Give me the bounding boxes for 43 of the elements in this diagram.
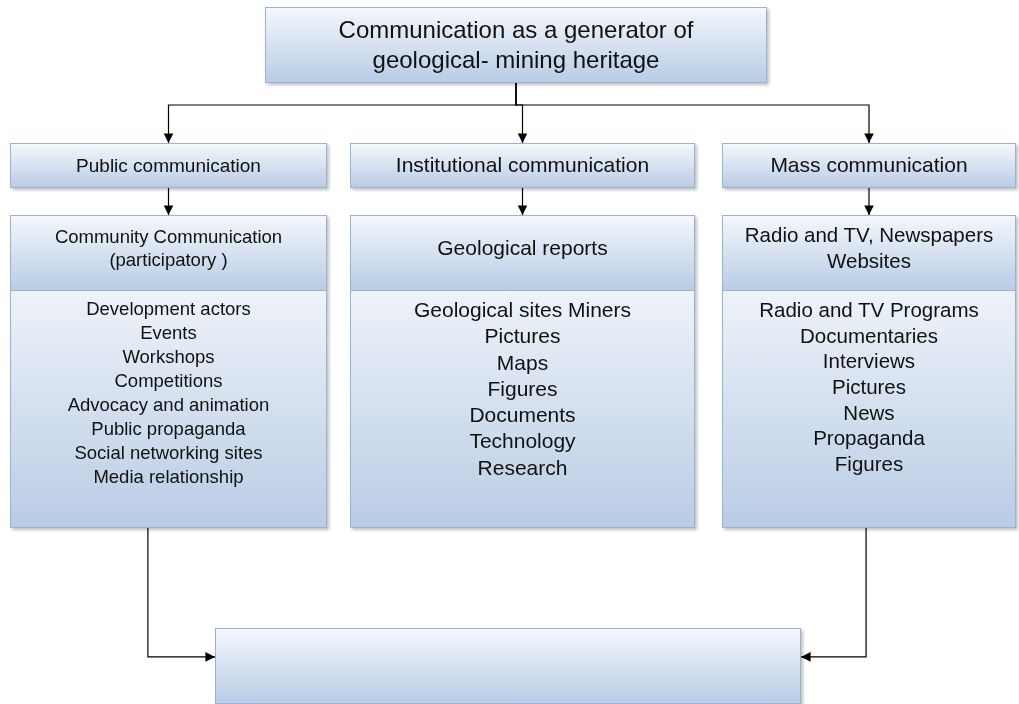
list-item: Development actors	[86, 297, 251, 321]
process-box	[722, 143, 1016, 188]
list-item: Maps	[496, 349, 549, 376]
arrow	[864, 187, 874, 216]
list-item: Pictures	[484, 323, 561, 350]
list-item: Documentaries	[800, 322, 938, 349]
box-label: Public communication	[75, 153, 262, 178]
list-item: Events	[140, 321, 197, 346]
list-item: Figures	[487, 375, 558, 402]
list-item: Social networking sites	[74, 441, 263, 466]
category-panel	[350, 215, 695, 528]
list-item: News	[843, 399, 895, 426]
title-box	[265, 7, 767, 83]
box-label: Communication as a generator of geological- mining heritage	[337, 15, 695, 75]
arrow	[515, 82, 874, 144]
list-item: Technology	[469, 428, 576, 455]
box-label: Institutional communication	[394, 152, 651, 179]
arrow	[147, 527, 216, 662]
list-item: Geological sites Miners	[413, 297, 632, 323]
box-label: Mass communication	[769, 152, 969, 179]
list-item: Interviews	[822, 348, 916, 374]
list-item: Media relationship	[93, 465, 244, 490]
arrow	[163, 187, 174, 216]
list-item: Public propaganda	[91, 417, 246, 442]
arrow	[800, 527, 867, 662]
category-panel	[10, 215, 327, 528]
panel-heading: Community Communication (participatory )	[53, 224, 284, 272]
list-item: Radio and TV Programs	[759, 297, 979, 323]
list-item: Workshops	[122, 345, 215, 370]
list-item: Documents	[469, 402, 576, 428]
list-item: Research	[477, 454, 568, 481]
panel-heading: Radio and TV, Newspapers Websites	[743, 222, 995, 274]
list-item: Figures	[834, 450, 904, 477]
panel-heading: Geological reports	[437, 234, 608, 261]
category-panel	[722, 215, 1016, 528]
list-item: Propaganda	[813, 425, 925, 451]
empty-box	[215, 628, 801, 704]
arrow	[517, 187, 528, 216]
list-item: Competitions	[114, 369, 223, 394]
list-item: Advocacy and animation	[67, 393, 270, 418]
list-item: Pictures	[831, 373, 906, 400]
process-box	[10, 143, 327, 188]
process-box	[350, 143, 695, 188]
